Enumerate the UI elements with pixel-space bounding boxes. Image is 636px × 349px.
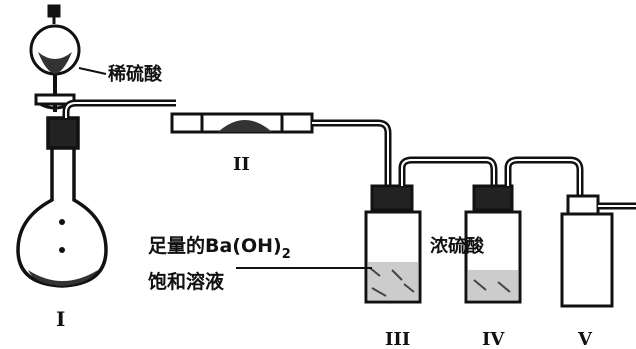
wash-bottle-III [364,184,422,304]
bottle3-reagent-line2: 饱和溶液 [148,270,225,293]
drying-tube-II [170,112,314,134]
label-IV: IV [482,329,505,349]
label-I: I [56,307,65,331]
label-III: III [385,329,410,349]
funnel-reagent-label: 稀硫酸 [108,63,163,85]
bottle-V [560,194,614,308]
label-V: V [577,329,593,349]
separatory-funnel [29,4,81,112]
label-II: II [233,154,250,175]
bottle4-reagent-text: 浓硫酸 [430,235,485,257]
tube-flask-to-II [62,99,176,118]
flask-I [16,116,108,288]
wash-bottle-IV [464,184,522,304]
bottle4-reagent-label: 浓硫酸 [430,235,485,257]
bottle3-reagent-main: 足量的Ba(OH) [148,234,282,257]
bottle3-reagent-subscript: 2 [282,247,291,262]
bottle3-reagent-line1: 足量的Ba(OH)2 [148,234,291,262]
